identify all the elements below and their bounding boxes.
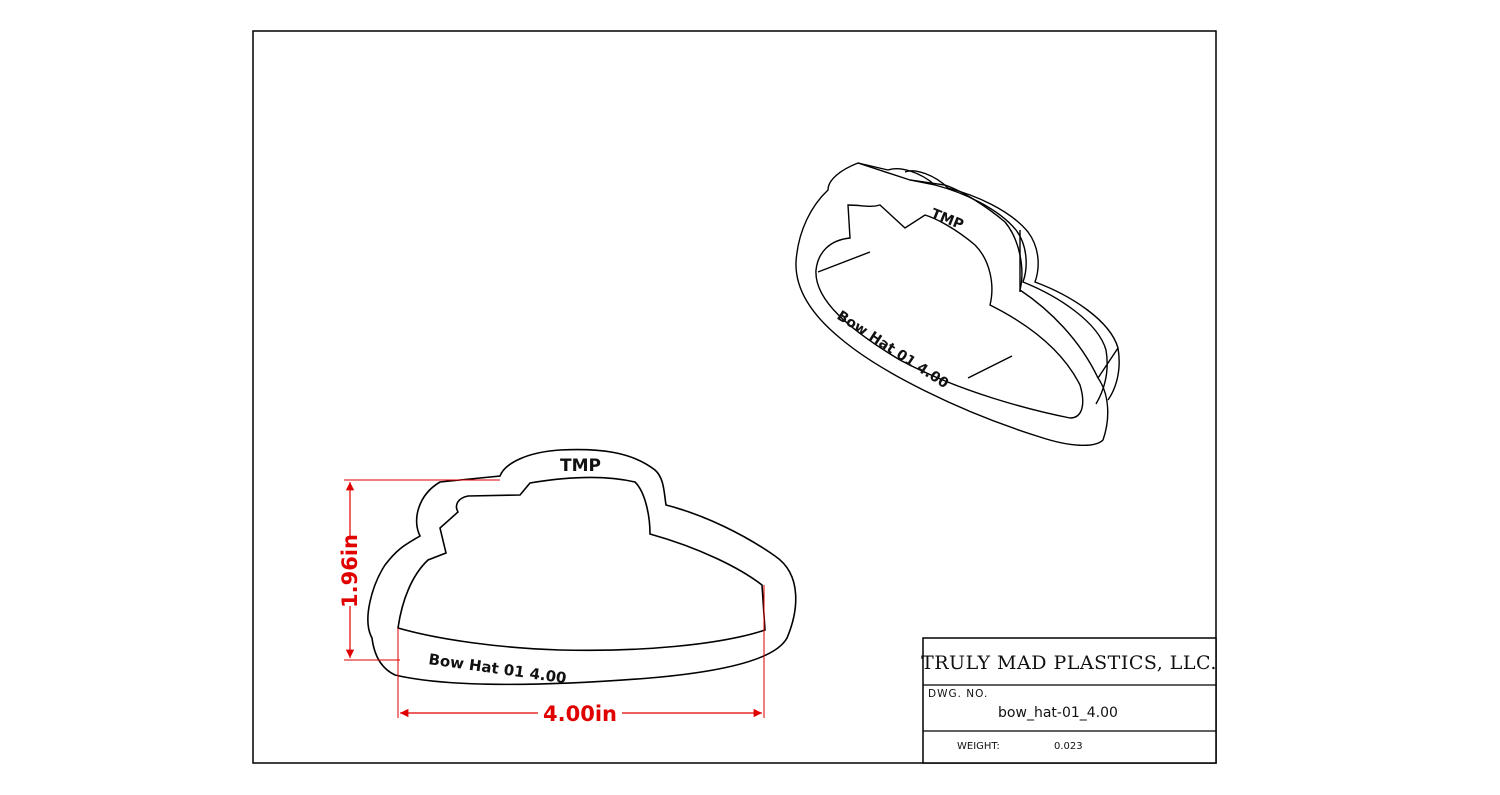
front-emboss-bottom: Bow Hat 01 4.00 (427, 650, 567, 687)
iso-depth-line-1 (817, 251, 871, 273)
front-inner-outline (397, 476, 766, 652)
drawing-border (252, 30, 1217, 764)
width-dimension-label: 4.00in (543, 702, 617, 726)
iso-back-outline-1 (904, 170, 1120, 401)
dwg-no-value: bow_hat-01_4.00 (998, 705, 1118, 721)
front-outer-outline (367, 448, 797, 686)
weight-value: 0.023 (1054, 741, 1083, 752)
iso-depth-line-2 (967, 355, 1013, 379)
dwg-no-label: DWG. NO. (928, 688, 988, 700)
iso-inner-outline (815, 204, 1084, 419)
iso-outer-outline (795, 162, 1109, 447)
company-name: TRULY MAD PLASTICS, LLC. (921, 652, 1217, 674)
front-view: TMP Bow Hat 01 4.00 1.96in 4.00in (338, 448, 797, 726)
iso-top-edge (857, 162, 1119, 379)
front-emboss-top: TMP (560, 456, 601, 476)
iso-emboss-bottom: Bow Hat 01 4.00 (834, 308, 952, 392)
width-dimension: 4.00in (397, 585, 765, 726)
isometric-view (795, 162, 1120, 447)
weight-label: WEIGHT: (957, 741, 1000, 752)
title-block: TRULY MAD PLASTICS, LLC. DWG. NO. bow_ha… (921, 637, 1217, 764)
height-dimension-label: 1.96in (338, 534, 362, 608)
height-dimension: 1.96in (338, 479, 500, 661)
iso-emboss-top: TMP (929, 206, 966, 233)
title-block-frame (922, 637, 1217, 764)
